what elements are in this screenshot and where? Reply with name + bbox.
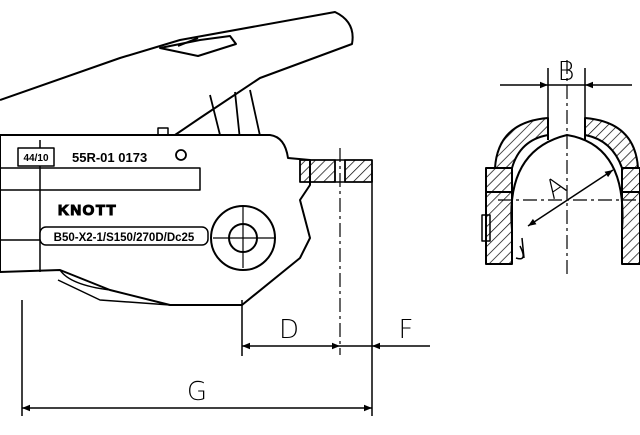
- dim-g-label: G: [187, 377, 207, 407]
- badge-text: 44/10: [23, 153, 48, 164]
- coupling-side-view: [0, 11, 373, 306]
- section-center-lines: [498, 60, 636, 275]
- approval-number: 55R-01 0173: [72, 150, 147, 165]
- section-dimensions: [500, 68, 632, 227]
- dim-a-line: [527, 169, 614, 227]
- coupling-housing: [0, 134, 311, 306]
- brand-logo: KNOTT: [58, 202, 117, 219]
- socket-shell: [494, 117, 549, 169]
- model-label-box: [39, 226, 209, 246]
- indicator-hole: [175, 149, 187, 161]
- dim-d-label: D: [279, 315, 299, 345]
- dim-b-label: B: [557, 57, 574, 87]
- dimension-lines: [21, 170, 430, 416]
- handle-grip-detail: [159, 35, 237, 57]
- model-designation: B50-X2-1/S150/270D/Dc25: [54, 232, 195, 244]
- handle-lever: [0, 11, 354, 151]
- badge-box: [17, 147, 55, 167]
- dim-f-label: F: [399, 315, 414, 345]
